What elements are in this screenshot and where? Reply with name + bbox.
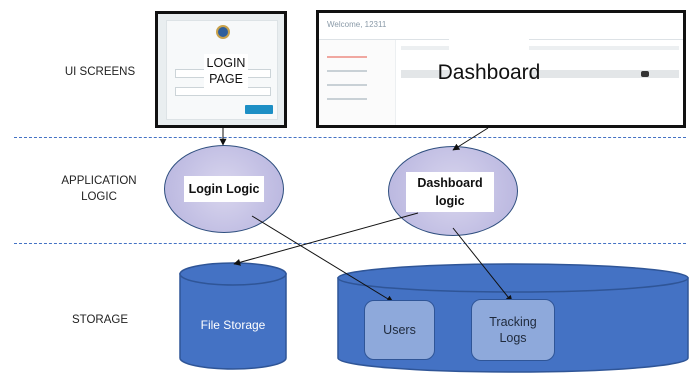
dashboard-sidebar-item [327, 98, 367, 100]
divider-app-storage [14, 243, 686, 244]
dashboard-caption-box [449, 29, 529, 117]
login-page-screen: LOGIN PAGE [155, 11, 287, 128]
dashboard-content [397, 40, 683, 125]
login-button [245, 105, 273, 114]
layer-label-storage: STORAGE [71, 314, 129, 326]
login-caption-line2: PAGE [209, 72, 243, 86]
tracking-logs-line2: Logs [499, 331, 527, 345]
layer-label-application-logic: APPLICATION LOGIC [44, 173, 154, 205]
dashboard-sidebar-item [327, 84, 367, 86]
dashboard-screen: Welcome, 12311 Dashboard [316, 10, 686, 128]
login-page-caption: LOGIN PAGE [198, 55, 254, 87]
tracking-logs-line1: Tracking [489, 315, 537, 329]
layer-label-ui-screens: UI SCREENS [64, 66, 136, 78]
dashboard-sidebar-item [327, 70, 367, 72]
seal-icon [216, 25, 230, 39]
arrow-dashboard-logic-to-tracking-logs [452, 227, 513, 303]
dashboard-logic-label: Dashboard logic [406, 172, 494, 212]
dashboard-header-row [401, 46, 679, 50]
dashboard-row-icon [641, 71, 649, 77]
dashboard-logic-line1: Dashboard [417, 176, 483, 190]
dashboard-sidebar [319, 40, 396, 125]
divider-ui-app [14, 137, 686, 138]
dashboard-table-row [401, 70, 679, 78]
users-box: Users [364, 300, 435, 360]
login-logic-label: Login Logic [184, 176, 264, 202]
file-storage-database [179, 262, 287, 370]
arrow-dashboard-logic-to-file-storage [233, 212, 419, 266]
file-storage-label: File Storage [200, 318, 266, 332]
users-label: Users [383, 323, 416, 337]
login-caption-line1: LOGIN [206, 56, 246, 70]
layer-label-application-line2: LOGIC [81, 191, 117, 203]
arrow-login-logic-to-users [251, 215, 394, 303]
dashboard-logic-line2: logic [435, 194, 465, 208]
login-caption-box [204, 54, 248, 90]
dashboard-caption: Dashboard [437, 61, 541, 84]
dashboard-sidebar-item [327, 56, 367, 58]
arrow-dashboard-to-logic [452, 127, 489, 151]
layer-label-application-line1: APPLICATION [61, 175, 137, 187]
dashboard-welcome-text: Welcome, 12311 [327, 20, 387, 29]
tracking-logs-box: Tracking Logs [471, 299, 555, 361]
